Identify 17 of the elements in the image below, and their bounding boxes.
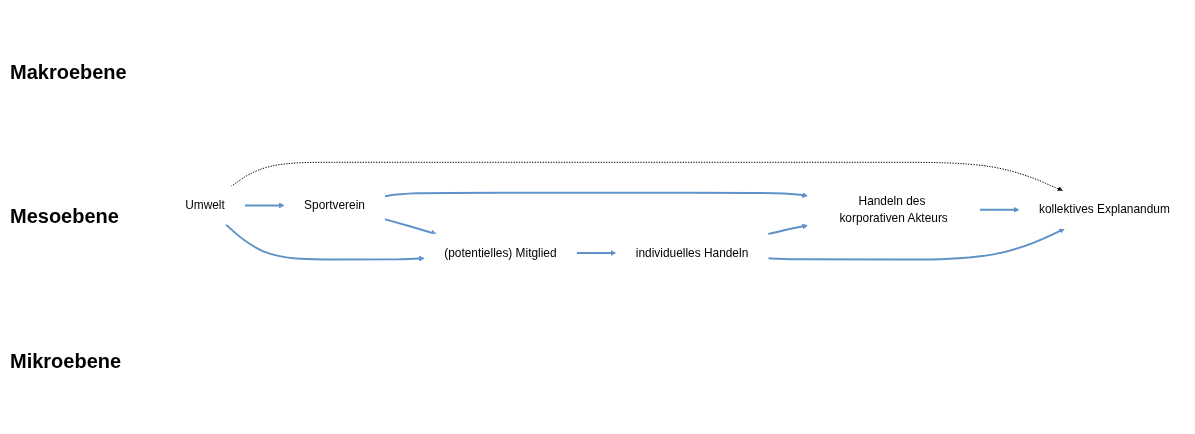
arrow [575,250,617,256]
arrow [243,202,285,209]
node-text: Umwelt [185,198,225,212]
level-label: Mesoebene [10,205,120,229]
arrow [224,223,425,262]
arrow [766,223,808,236]
node-text: individuelles Handeln [635,245,749,260]
level-label: Mikroebene [10,350,123,374]
node-text: (potentielles) Mitglied [444,245,557,260]
node-text: Sportverein [304,198,365,212]
arrow [383,218,437,236]
arrow [978,206,1020,213]
level-label: Makroebene [10,60,128,84]
node-text: kollektives Explanandum [1038,202,1170,217]
node-text: Handeln des korporativen Akteurs [839,193,948,225]
arrow [383,191,808,198]
arrow [767,228,1065,261]
